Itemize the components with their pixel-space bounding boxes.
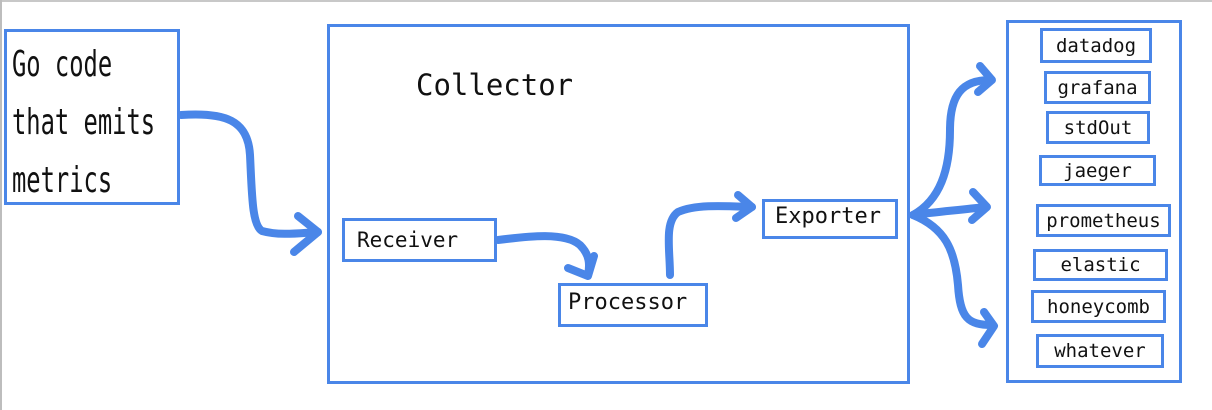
exporter-box	[762, 199, 898, 239]
destination-datadog: datadog	[1040, 28, 1152, 63]
processor-to-exporter-arrow	[664, 202, 756, 279]
top-divider	[0, 0, 1212, 2]
source-to-collector-arrow	[177, 110, 322, 238]
processor-to-exporter-arrowhead	[732, 191, 756, 222]
exporter-to-top-arrow	[909, 76, 994, 219]
source-line-1: Go code	[12, 44, 113, 85]
destination-whatever: whatever	[1036, 334, 1164, 368]
source-line-3: metrics	[12, 160, 113, 201]
receiver-to-processor-arrowhead	[564, 252, 598, 280]
destination-stdout: stdOut	[1046, 111, 1150, 144]
source-label: Go code that emits metrics	[12, 36, 155, 210]
exporter-to-bottom-arrow	[909, 211, 996, 329]
left-divider	[0, 0, 2, 410]
destination-grafana: grafana	[1044, 71, 1151, 104]
destination-jaeger: jaeger	[1039, 155, 1156, 186]
destination-honeycomb: honeycomb	[1031, 290, 1166, 323]
exporter-label: Exporter	[775, 204, 881, 229]
collector-title: Collector	[416, 68, 574, 102]
receiver-label: Receiver	[357, 228, 459, 252]
processor-label: Processor	[568, 290, 688, 315]
exporter-to-middle-arrowhead	[968, 188, 991, 224]
exporter-to-bottom-arrowhead	[978, 308, 998, 348]
receiver-box	[342, 218, 497, 262]
destination-elastic: elastic	[1033, 249, 1168, 281]
processor-box	[558, 283, 708, 327]
source-line-2: that emits	[12, 102, 156, 143]
destination-prometheus: prometheus	[1036, 204, 1171, 237]
exporter-to-top-arrowhead	[974, 62, 996, 96]
source-box	[4, 29, 180, 205]
source-to-collector-arrowhead	[290, 212, 322, 256]
